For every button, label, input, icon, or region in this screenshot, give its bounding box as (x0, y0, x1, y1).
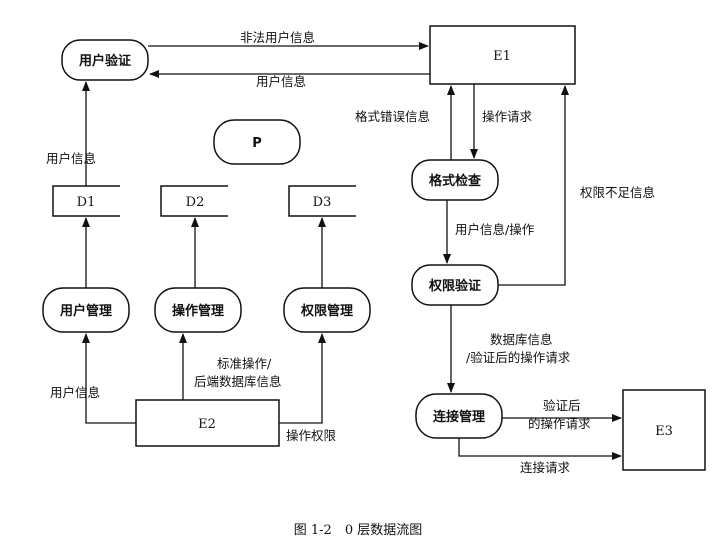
flow-label-perm-insufficient: 权限不足信息 (580, 185, 655, 200)
flow-label-format-error: 格式错误信息 (355, 109, 430, 124)
figure-caption: 图 1-2 0 层数据流图 (294, 523, 422, 538)
entity-e1: E1 (429, 25, 576, 85)
process-perm-verify: 权限验证 (411, 264, 499, 306)
store-d1: D1 (52, 185, 120, 217)
svg-text:D1: D1 (77, 195, 96, 210)
flow-label-db-info-2: /验证后的操作请求 (466, 350, 571, 365)
svg-text:D3: D3 (313, 195, 332, 210)
svg-text:操作管理: 操作管理 (172, 303, 224, 319)
process-user-mgmt: 用户管理 (42, 287, 130, 333)
process-format-check: 格式检查 (411, 159, 499, 201)
process-conn-mgmt: 连接管理 (415, 393, 503, 439)
svg-text:格式检查: 格式检查 (429, 173, 482, 189)
svg-text:D2: D2 (186, 195, 205, 210)
flow-label-verified-2: 的操作请求 (528, 416, 591, 431)
store-d2: D2 (160, 185, 228, 217)
svg-text:权限验证: 权限验证 (428, 278, 481, 294)
store-d3: D3 (288, 185, 356, 217)
flow-label-user-info-op: 用户信息/操作 (455, 222, 535, 237)
entity-e2: E2 (135, 399, 280, 447)
svg-text:P: P (252, 136, 262, 151)
process-p: P (213, 119, 301, 165)
flow-label-op-perm: 操作权限 (286, 428, 337, 443)
svg-text:用户验证: 用户验证 (78, 53, 131, 69)
svg-text:E1: E1 (493, 49, 511, 64)
svg-text:用户管理: 用户管理 (59, 303, 112, 319)
process-user-verify: 用户验证 (61, 39, 149, 81)
svg-text:E3: E3 (655, 424, 673, 439)
svg-text:E2: E2 (198, 417, 216, 432)
flow-label-db-info-1: 数据库信息 (490, 332, 553, 347)
process-op-mgmt: 操作管理 (154, 287, 242, 333)
svg-text:连接管理: 连接管理 (433, 409, 485, 425)
flow-label-op-request: 操作请求 (482, 109, 533, 124)
flow-label-std-op-2: 后端数据库信息 (194, 374, 282, 389)
flow-label-user-info-d1: 用户信息 (46, 151, 96, 166)
process-perm-mgmt: 权限管理 (283, 287, 371, 333)
flow-label-user-info-top: 用户信息 (256, 74, 306, 89)
flow-label-verified-1: 验证后 (543, 398, 581, 413)
flow-label-conn-request: 连接请求 (520, 460, 571, 475)
flow-lines (82, 42, 622, 460)
entity-e3: E3 (622, 389, 706, 471)
svg-text:权限管理: 权限管理 (300, 303, 353, 319)
flow-label-std-op-1: 标准操作/ (217, 356, 272, 371)
flow-label-illegal-user-info: 非法用户信息 (240, 30, 315, 45)
flow-label-user-info-e2: 用户信息 (50, 385, 100, 400)
